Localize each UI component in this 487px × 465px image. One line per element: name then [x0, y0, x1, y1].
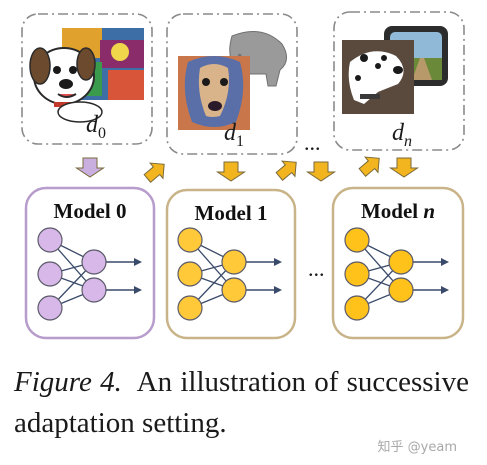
- domain-box-1: [166, 13, 298, 155]
- input-node: [37, 261, 63, 287]
- flow-arrows: [74, 156, 420, 183]
- output-arrowhead: [441, 258, 449, 266]
- input-node: [344, 295, 370, 321]
- input-node: [37, 227, 63, 253]
- neural-networks: [37, 227, 449, 321]
- domain-label-n: dn: [392, 120, 412, 150]
- input-node: [344, 227, 370, 253]
- domain-label-1: d1: [224, 120, 244, 150]
- arrow-prev-to-domainn: [358, 156, 380, 177]
- domain-box-n: [333, 11, 465, 151]
- input-node: [344, 261, 370, 287]
- arrow-ellipsis-down: [305, 161, 337, 182]
- watermark: 知乎 @yeam: [377, 440, 457, 455]
- figure-caption: Figure 4. An illustration of successive …: [14, 362, 469, 444]
- painted-dog-image: [178, 56, 250, 130]
- input-node: [177, 295, 203, 321]
- ellipsis-bottom: ...: [308, 256, 325, 281]
- output-arrowhead: [134, 286, 142, 294]
- arrow-domainn-to-modeln: [388, 157, 420, 178]
- caption-text: An illustration of successive adaptation…: [14, 366, 469, 439]
- output-arrowhead: [274, 286, 282, 294]
- network-0: [37, 227, 142, 321]
- hidden-node: [388, 249, 414, 275]
- network-1: [177, 227, 282, 321]
- hidden-node: [81, 249, 107, 275]
- ellipsis-top: ...: [304, 130, 321, 155]
- input-node: [37, 295, 63, 321]
- hidden-node: [221, 249, 247, 275]
- output-arrowhead: [134, 258, 142, 266]
- dalmatian-image: [342, 40, 414, 114]
- model-box-n: Model n: [331, 186, 465, 340]
- adaptation-diagram: d0 d1 dn ... ... Model 0 Model 1 Model n: [21, 11, 465, 340]
- model-box-0: Model 0: [24, 186, 156, 340]
- model-label-0: Model 0: [54, 199, 127, 223]
- model-box-1: Model 1: [165, 188, 297, 340]
- output-arrowhead: [441, 286, 449, 294]
- model-label-n: Model n: [361, 199, 435, 223]
- hidden-node: [221, 277, 247, 303]
- figure-label: Figure 4.: [14, 366, 122, 398]
- input-node: [177, 227, 203, 253]
- arrow-model0-to-domain1: [143, 162, 165, 183]
- hidden-node: [388, 277, 414, 303]
- output-arrowhead: [274, 258, 282, 266]
- arrow-domain0-to-model0: [74, 157, 106, 178]
- domain-box-0: [21, 13, 153, 145]
- cartoon-dog-image: [29, 47, 103, 123]
- arrow-model1-to-next: [275, 160, 297, 181]
- domain-label-0: d0: [86, 112, 106, 142]
- input-node: [177, 261, 203, 287]
- arrow-domain1-to-model1: [215, 161, 247, 182]
- hidden-node: [81, 277, 107, 303]
- model-label-1: Model 1: [195, 201, 268, 225]
- network-2: [344, 227, 449, 321]
